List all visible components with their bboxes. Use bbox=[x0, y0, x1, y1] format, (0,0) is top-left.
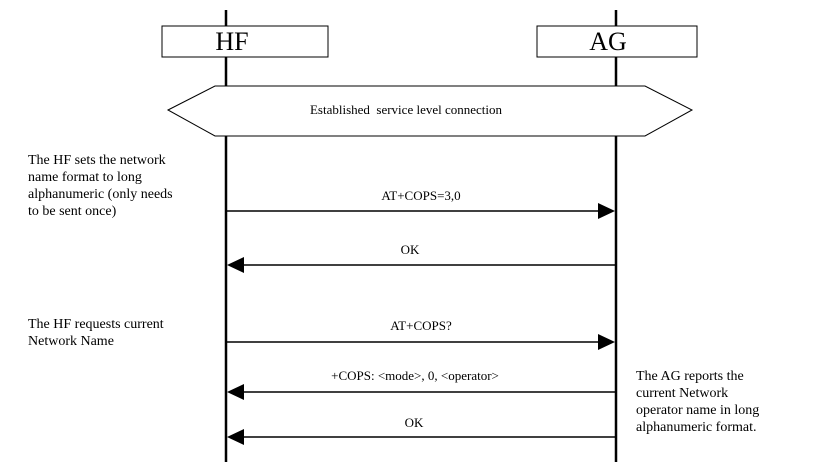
message-ok-1: OK bbox=[227, 242, 615, 273]
message-ok-2: OK bbox=[227, 415, 615, 445]
note-line: name format to long bbox=[28, 170, 142, 185]
message-label: +COPS: <mode>, 0, <operator> bbox=[331, 368, 499, 383]
message-label: AT+COPS? bbox=[390, 318, 452, 333]
note-line: The HF sets the network bbox=[28, 153, 166, 168]
note-line: alphanumeric (only needs bbox=[28, 187, 173, 202]
hf-entity: HF bbox=[161, 25, 329, 58]
note-line: operator name in long bbox=[636, 403, 760, 418]
message-cops-response: +COPS: <mode>, 0, <operator> bbox=[227, 368, 615, 400]
established-connection-banner: Established service level connection bbox=[166, 85, 694, 137]
note-line: alphanumeric format. bbox=[636, 420, 757, 435]
message-label: OK bbox=[401, 242, 420, 257]
hf-entity-label: HF bbox=[215, 27, 248, 56]
note-line: Network Name bbox=[28, 334, 114, 349]
ag-entity: AG bbox=[536, 25, 698, 58]
message-label: AT+COPS=3,0 bbox=[381, 188, 460, 203]
note-set-format: The HF sets the network name format to l… bbox=[28, 152, 173, 220]
note-line: The HF requests current bbox=[28, 317, 164, 332]
note-request-name: The HF requests current Network Name bbox=[28, 316, 164, 350]
note-ag-reports: The AG reports the current Network opera… bbox=[636, 368, 759, 436]
message-at-cops-query: AT+COPS? bbox=[227, 318, 615, 350]
message-at-cops-set: AT+COPS=3,0 bbox=[227, 188, 615, 219]
ag-entity-label: AG bbox=[589, 27, 627, 56]
banner-label: Established service level connection bbox=[310, 102, 503, 117]
note-line: current Network bbox=[636, 386, 729, 401]
note-line: The AG reports the bbox=[636, 369, 744, 384]
message-label: OK bbox=[405, 415, 424, 430]
note-line: to be sent once) bbox=[28, 204, 117, 219]
